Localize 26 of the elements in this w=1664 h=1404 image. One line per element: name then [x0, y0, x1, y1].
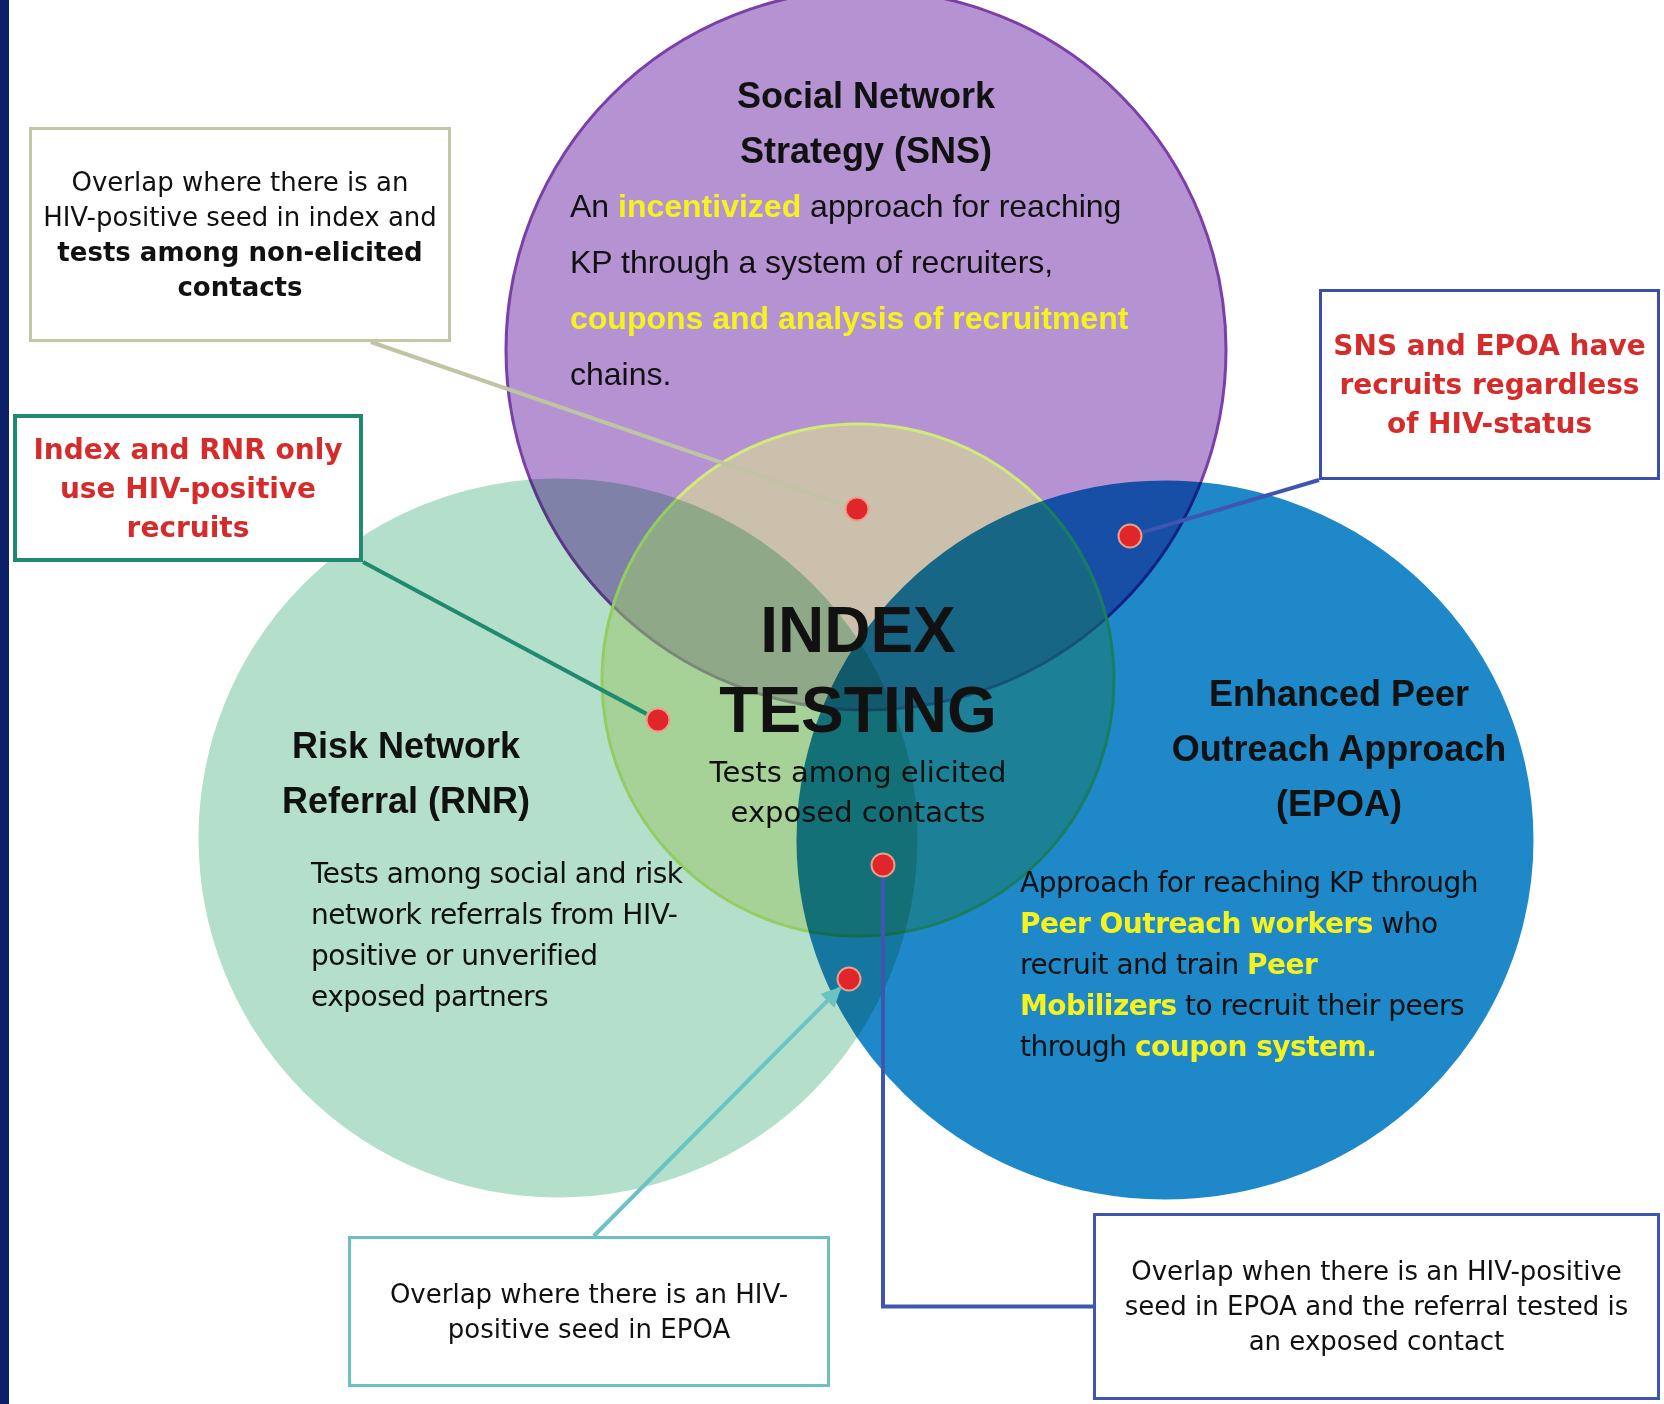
callout-box	[13, 414, 363, 562]
leader-line	[592, 986, 842, 1238]
callout-text: Overlap where there is an HIV-positive seed in EPOA	[388, 1277, 790, 1346]
circle-description: Tests among social and risk network referrals from HIV-positive or unverified exposed partners	[311, 856, 684, 1015]
circle-heading: Enhanced Peer Outreach Approach (EPOA)	[1170, 672, 1508, 826]
callout-text: Index and RNR only use HIV-positive recruits	[32, 431, 344, 546]
callout-box	[1319, 289, 1660, 480]
marker-dot	[1117, 523, 1143, 549]
leader-line	[881, 878, 1093, 1309]
leader-line	[1141, 478, 1320, 535]
callout-text: Overlap where there is an HIV-positive seed in index and tests among non-elicited contacts	[42, 165, 438, 304]
callout-text: Overlap when there is an HIV-positive seed in EPOA and the referral tested is an exposed contact	[1123, 1255, 1630, 1358]
callout-box	[348, 1236, 830, 1387]
callout-box	[1093, 1213, 1660, 1400]
marker-dot	[836, 966, 862, 992]
leader-line	[362, 560, 648, 716]
circle-heading: Social Network Strategy (SNS)	[735, 74, 997, 173]
callout-box	[29, 127, 451, 342]
marker-dot	[844, 496, 870, 522]
circle-heading: Risk Network Referral (RNR)	[280, 724, 531, 823]
circle-description: An incentivized approach for reaching KP through a system of recruiters, coupons and analysis of recruitment chains.	[570, 187, 1130, 394]
circle-description: Approach for reaching KP through Peer Outreach workers who recruit and train Peer Mobilizers to recruit their peers through coupon system.	[1020, 865, 1480, 1065]
marker-dot	[870, 852, 896, 878]
marker-dot	[645, 707, 671, 733]
leader-line	[370, 340, 846, 507]
callout-text: SNS and EPOA have recruits regardless of HIV-status	[1332, 328, 1647, 442]
